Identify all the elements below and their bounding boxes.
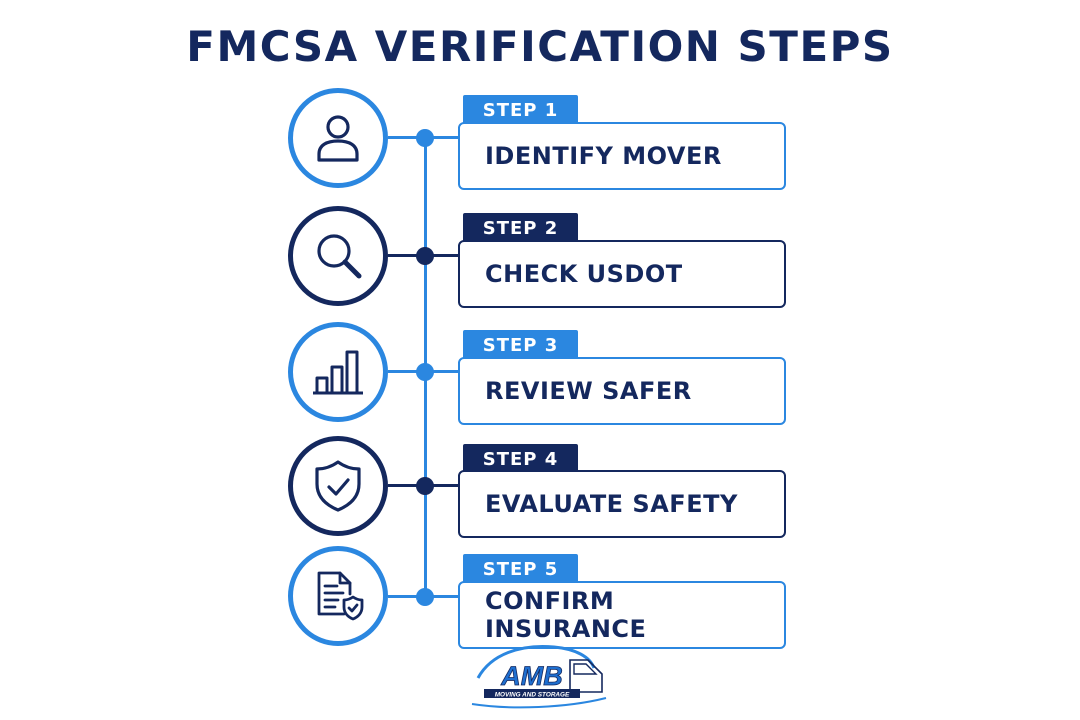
step-3-badge: STEP 3 [463,330,578,360]
step-1-icon-circle [288,88,388,188]
shield-check-icon [315,460,361,512]
document-shield-icon [317,571,364,621]
step-3-label: REVIEW SAFER [458,357,786,425]
step-3-icon-circle [288,322,388,422]
step-1-label: IDENTIFY MOVER [458,122,786,190]
step-4-badge: STEP 4 [463,444,578,474]
step-1-badge: STEP 1 [463,95,578,125]
amb-logo: AMB MOVING AND STORAGE [471,644,607,709]
step-2-timeline-dot [416,247,434,265]
person-icon [317,115,359,162]
step-4-timeline-dot [416,477,434,495]
step-2-icon-circle [288,206,388,306]
step-4-icon-circle [288,436,388,536]
step-4-label: EVALUATE SAFETY [458,470,786,538]
page-title: FMCSA VERIFICATION STEPS [186,22,894,71]
logo-name: AMB [500,661,563,691]
step-5-icon-circle [288,546,388,646]
step-2-label: CHECK USDOT [458,240,786,308]
step-5-timeline-dot [416,588,434,606]
bar-chart-icon [313,350,363,395]
step-5-badge: STEP 5 [463,554,578,584]
step-1-timeline-dot [416,129,434,147]
step-2-badge: STEP 2 [463,213,578,243]
logo-tagline: MOVING AND STORAGE [495,692,570,699]
step-5-label: CONFIRM INSURANCE [458,581,786,649]
magnifier-icon [317,234,362,279]
step-3-timeline-dot [416,363,434,381]
